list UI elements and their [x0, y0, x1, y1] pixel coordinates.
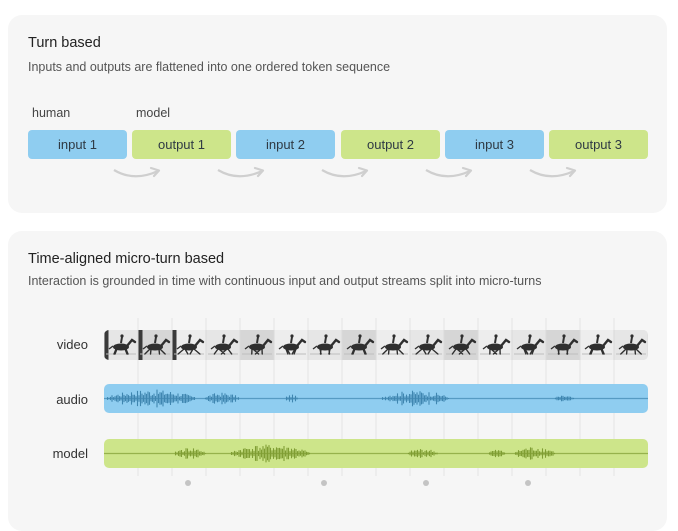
- audio-waveform: [104, 389, 648, 408]
- model-role-label: model: [136, 106, 171, 120]
- token-input-2: input 2: [236, 130, 335, 159]
- running-horse-frame-icon: [614, 330, 648, 360]
- running-horse-frame-icon: [172, 330, 206, 360]
- micro-turn-title: Time-aligned micro-turn based: [28, 251, 225, 267]
- micro-turn-subtitle: Interaction is grounded in time with con…: [28, 274, 542, 288]
- token-input-1: input 1: [28, 130, 127, 159]
- model-row-label: model: [52, 446, 88, 461]
- running-horse-frame-icon: [410, 330, 444, 360]
- running-horse-frame-icon: [478, 330, 512, 360]
- curved-arrow-icon: [217, 166, 265, 178]
- micro-turn-panel: Time-aligned micro-turn based Interactio…: [8, 231, 667, 531]
- curved-arrow-icon: [529, 166, 577, 178]
- running-horse-frame-icon: [376, 330, 410, 360]
- token-output-2: output 2: [341, 130, 440, 159]
- running-horse-frame-icon: [240, 330, 274, 360]
- video-row-label: video: [56, 337, 88, 352]
- micro-turn-marker: [185, 480, 191, 486]
- micro-turn-marker: [423, 480, 429, 486]
- token-input-3: input 3: [445, 130, 544, 159]
- token-output-1: output 1: [132, 130, 231, 159]
- micro-turn-marker: [321, 480, 327, 486]
- curved-arrow-icon: [321, 166, 369, 178]
- model-track: [104, 439, 648, 468]
- running-horse-frame-icon: [274, 330, 308, 360]
- human-role-label: human: [32, 106, 71, 120]
- turn-based-subtitle: Inputs and outputs are flattened into on…: [28, 60, 391, 74]
- turn-based-panel: Turn based Inputs and outputs are flatte…: [8, 15, 667, 213]
- running-horse-frame-icon: [512, 330, 546, 360]
- curved-arrow-icon: [113, 166, 161, 178]
- model-waveform: [104, 444, 648, 463]
- video-track: [104, 330, 648, 360]
- token-output-3: output 3: [549, 130, 648, 159]
- audio-row-label: audio: [56, 392, 88, 407]
- running-horse-frame-icon: [580, 330, 614, 360]
- running-horse-frame-icon: [444, 330, 478, 360]
- running-horse-frame-icon: [138, 330, 172, 360]
- running-horse-frame-icon: [206, 330, 240, 360]
- curved-arrow-icon: [425, 166, 473, 178]
- micro-turn-marker: [525, 480, 531, 486]
- turn-based-title: Turn based: [28, 35, 101, 51]
- audio-track: [104, 384, 648, 413]
- running-horse-frame-icon: [308, 330, 342, 360]
- video-frames: [104, 330, 648, 360]
- running-horse-frame-icon: [342, 330, 376, 360]
- running-horse-frame-icon: [104, 330, 138, 360]
- running-horse-frame-icon: [546, 330, 580, 360]
